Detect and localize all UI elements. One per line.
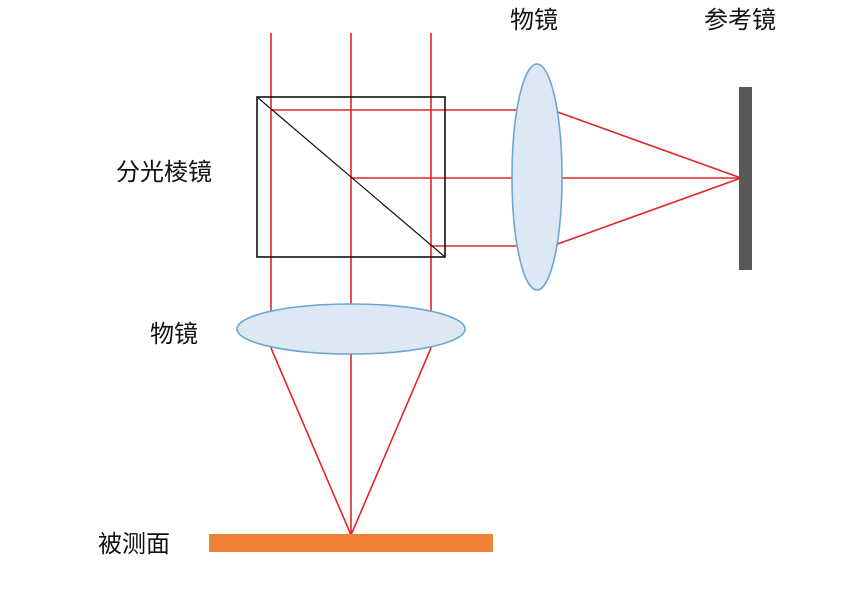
ray-left-converge — [270, 347, 352, 536]
sample-surface-bar — [209, 534, 493, 552]
prism-body — [256, 96, 446, 258]
objective-lens-bottom — [236, 303, 466, 355]
ray-bottom-to-mirror — [551, 177, 742, 247]
label-objective-bottom: 物镜 — [150, 320, 198, 348]
rays-to-surface — [270, 347, 432, 536]
label-sample-surface: 被测面 — [98, 530, 170, 558]
ray-top-to-mirror — [551, 109, 742, 179]
label-objective-top: 物镜 — [510, 6, 558, 34]
prism-diagonal — [256, 96, 446, 258]
reference-mirror-bar — [739, 87, 752, 270]
label-beam-splitter: 分光棱镜 — [116, 158, 212, 186]
beam-splitter-prism — [256, 96, 446, 258]
label-reference-mirror: 参考镜 — [704, 6, 776, 34]
rays-vertical — [270, 33, 432, 535]
ray-right-converge — [350, 347, 432, 536]
rays-to-mirror — [551, 109, 742, 247]
rays-horizontal — [271, 109, 521, 247]
objective-lens-right — [511, 63, 563, 291]
